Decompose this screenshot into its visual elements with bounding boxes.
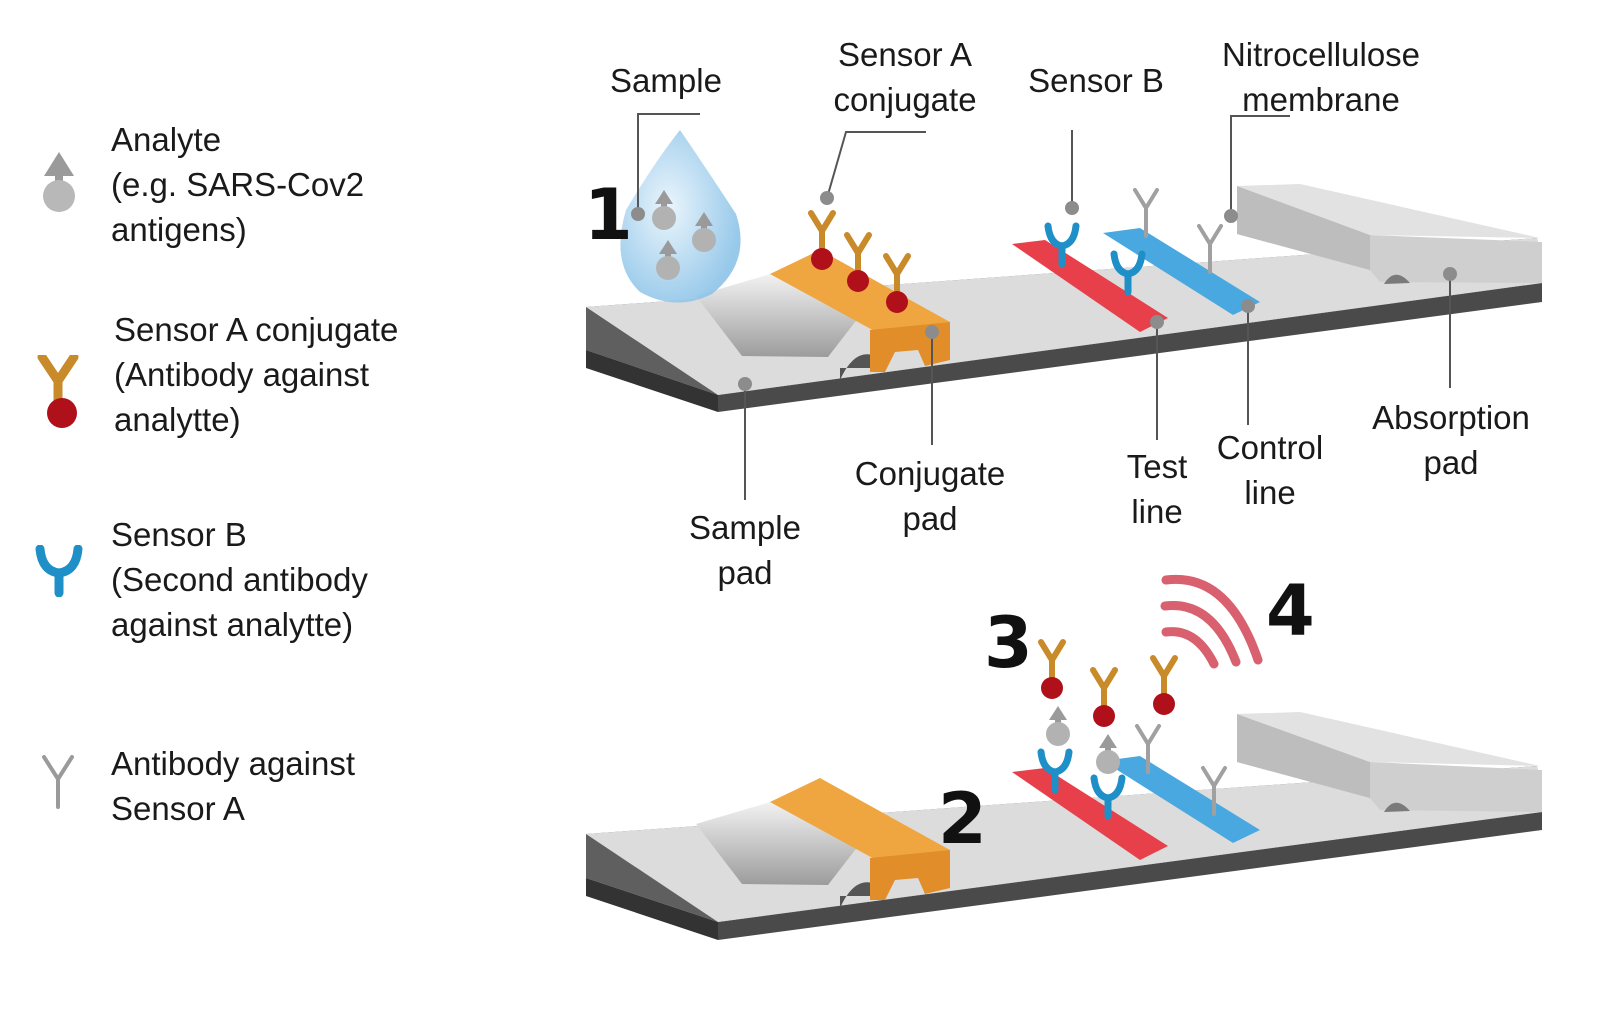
label-sensor-a-conjugate: conjugate [833,81,977,118]
label-sensor-a-conjugate: Sensor A [838,36,972,73]
legend-analyte-detail: antigens) [111,211,247,248]
label-sample-pad: pad [717,554,773,591]
label-sample-pad: Sample [689,509,801,546]
step-number: 3 [984,602,1033,684]
legend-anti-a-detail: Sensor A [111,790,245,827]
label-test-line: line [1131,493,1183,530]
legend-sensor-a-label: Sensor A conjugate [114,311,399,348]
legend-anti-a-label: Antibody against [111,745,356,782]
label-absorption-pad: Absorption [1372,399,1530,436]
label-nitrocellulose-membrane: Nitrocellulose [1221,36,1421,73]
label-test-line: Test [1126,448,1188,485]
leader-lines [637,113,1451,500]
legend-sensor-a-detail: analytte) [114,401,241,438]
leader-dots [631,191,1457,391]
label-conjugate-pad: pad [902,500,958,537]
legend-sensor-b-detail: (Second antibody [111,561,368,598]
label-absorption-pad: pad [1423,444,1479,481]
legend-sensor-b-detail: against analytte) [111,606,354,643]
antibody-against-sensor-a-icon [42,755,74,809]
label-sensor-b: Sensor B [1028,62,1164,99]
step-number: 2 [938,778,987,860]
step-number: 4 [1266,570,1315,652]
step-number: 1 [584,174,633,256]
label-conjugate-pad: Conjugate [854,455,1006,492]
label-control-line: Control [1216,429,1324,466]
legend-analyte-detail: (e.g. SARS-Cov2 [111,166,365,203]
legend-analyte-label: Analyte [111,121,222,158]
label-sample: Sample [610,62,722,99]
sensor-a-conjugate-icon [37,355,79,428]
signal-waves-icon [1160,574,1263,669]
legend-sensor-a-detail: (Antibody against [114,356,369,393]
top-test-strip [586,130,1542,412]
bottom-test-strip [586,574,1542,940]
label-control-line: line [1244,474,1296,511]
analyte-icon [43,152,75,212]
label-nitrocellulose-membrane: membrane [1242,81,1400,118]
sensor-b-icon [35,545,83,597]
legend-sensor-b-label: Sensor B [111,516,247,553]
